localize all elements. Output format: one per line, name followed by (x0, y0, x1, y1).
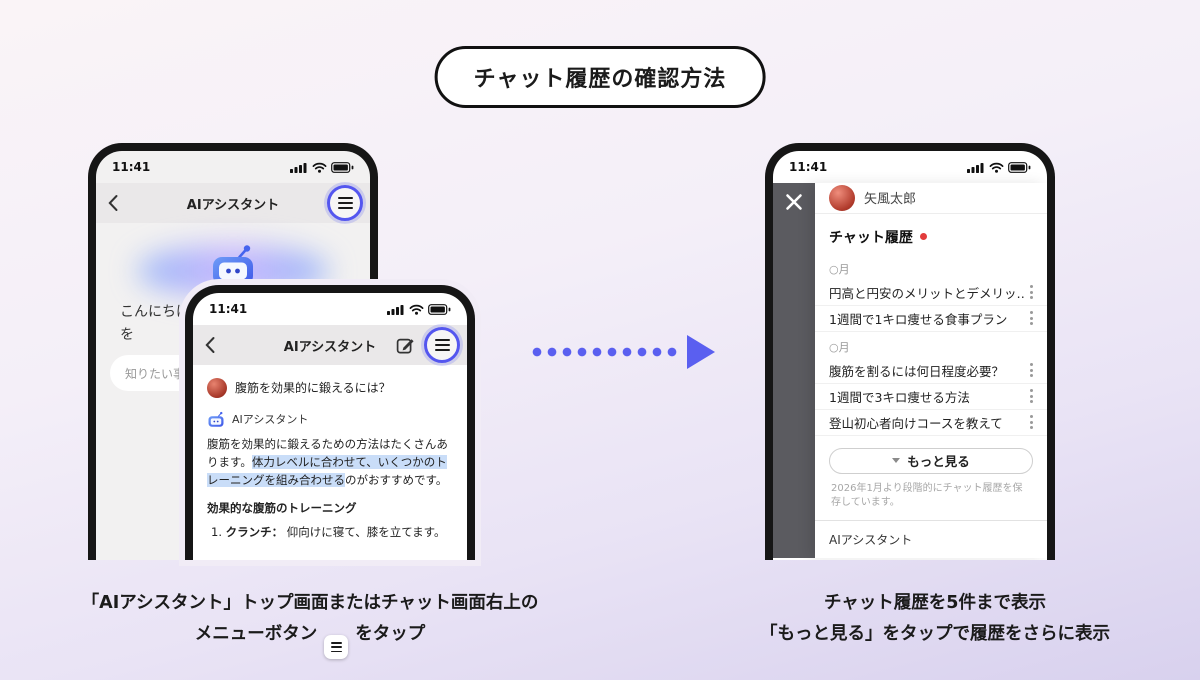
history-title-row: チャット履歴 (815, 214, 1047, 254)
status-time: 11:41 (789, 160, 828, 174)
chevron-down-icon (892, 458, 901, 464)
right-caption-line-2: 「もっと見る」をタップで履歴をさらに表示 (760, 624, 1110, 644)
assistant-section-label: AIアシスタント (815, 520, 1047, 558)
arrow-dots (532, 347, 682, 357)
status-icons (967, 161, 1031, 173)
history-item[interactable]: 円高と円安のメリットとデメリッ… (815, 280, 1047, 306)
history-item[interactable]: 1週間で1キロ痩せる食事プラン (815, 306, 1047, 332)
show-more-button[interactable]: もっと見る (829, 447, 1033, 474)
right-caption: チャット履歴を5件まで表示 「もっと見る」をタップで履歴をさらに表示 (705, 588, 1165, 650)
history-screen-body: 矢風太郎 チャット履歴 ○月 円高と円安のメリットとデメリッ… 1週間で1キロ痩… (773, 183, 1047, 558)
profile-name: 矢風太郎 (864, 192, 917, 208)
ai-answer: 腹筋を効果的に鍛えるための方法はたくさんあります。体力レベルに合わせて、いくつか… (207, 435, 453, 489)
nav-actions (327, 185, 363, 221)
nav-actions (396, 327, 460, 363)
back-button[interactable] (205, 337, 215, 354)
user-message: 腹筋を効果的に鍛えるには？ (235, 381, 391, 395)
nav-bar: AIアシスタント (96, 183, 370, 223)
history-title: チャット履歴 (829, 229, 913, 246)
ai-name: AIアシスタント (232, 413, 309, 426)
chevron-left-icon (108, 195, 118, 211)
left-caption-line-2: メニューボタンをタップ (40, 619, 580, 660)
page-title: チャット履歴の確認方法 (434, 46, 766, 108)
wifi-icon (989, 162, 1004, 173)
close-button[interactable] (785, 193, 803, 558)
status-time: 11:41 (209, 302, 248, 316)
battery-icon (331, 161, 354, 173)
ask-input-placeholder: 知りたい事を (125, 366, 198, 381)
item-menu-icon[interactable] (1024, 411, 1039, 433)
close-icon (786, 194, 802, 210)
greeting-text: こんにちは を (120, 301, 362, 347)
right-caption-line-1: チャット履歴を5件まで表示 (823, 593, 1046, 613)
nav-title: AIアシスタント (186, 197, 280, 213)
answer-text: 腹筋を効果的に鍛えるための方法はたくさんあります。 (207, 437, 448, 469)
history-panel: 矢風太郎 チャット履歴 ○月 円高と円安のメリットとデメリッ… 1週間で1キロ痩… (815, 183, 1047, 558)
status-time: 11:41 (112, 160, 151, 174)
status-bar: 11:41 (193, 293, 467, 325)
battery-icon (428, 303, 451, 315)
item-menu-icon[interactable] (1024, 307, 1039, 329)
item-menu-icon[interactable] (1024, 281, 1039, 303)
signal-icon (967, 162, 984, 173)
history-item[interactable]: 腹筋を割るには何日程度必要？ (815, 358, 1047, 384)
item-menu-icon[interactable] (1024, 359, 1039, 381)
list-desc: 仰向けに寝て、膝を立てます。 (286, 525, 446, 539)
status-icons (387, 303, 451, 315)
wifi-icon (409, 304, 424, 315)
user-message-row: 腹筋を効果的に鍛えるには？ (207, 378, 453, 398)
new-chat-button[interactable] (396, 336, 415, 355)
wifi-icon (312, 162, 327, 173)
status-icons (290, 161, 354, 173)
ai-header-row: AIアシスタント (207, 411, 453, 429)
signal-icon (290, 162, 307, 173)
ai-robot-icon (208, 411, 224, 427)
hamburger-menu-icon (330, 642, 342, 653)
phone-chat-screen: 11:41 AIアシスタント (185, 285, 475, 560)
flow-arrow (532, 334, 715, 370)
item-menu-icon[interactable] (1024, 385, 1039, 407)
list-term: クランチ： (225, 525, 284, 539)
history-group-label: ○月 (829, 340, 850, 354)
user-avatar (207, 378, 227, 398)
back-button[interactable] (108, 195, 118, 212)
battery-icon (1008, 161, 1031, 173)
show-more-label: もっと見る (907, 454, 970, 470)
answer-text-end: のがおすすめです。 (345, 473, 448, 487)
left-caption-line-1: 「AIアシスタント」トップ画面またはチャット画面右上の (81, 593, 539, 613)
arrow-head (687, 335, 715, 369)
signal-icon (387, 304, 404, 315)
menu-button[interactable] (327, 185, 363, 221)
answer-list-item: 1. クランチ： 仰向けに寝て、膝を立てます。 (207, 523, 453, 541)
chevron-left-icon (205, 337, 215, 353)
history-item[interactable]: 1週間で3キロ痩せる方法 (815, 384, 1047, 410)
phone-history-screen: 11:41 矢風太郎 チャット履歴 (765, 143, 1055, 560)
menu-button[interactable] (424, 327, 460, 363)
greeting-line-1: こんにちは (120, 304, 190, 320)
dimmed-background[interactable] (773, 183, 815, 558)
hamburger-menu-icon (434, 339, 450, 351)
history-item[interactable]: 登山初心者向けコースを教えて (815, 410, 1047, 436)
answer-heading: 効果的な腹筋のトレーニング (207, 501, 357, 515)
profile-row[interactable]: 矢風太郎 (815, 183, 1047, 214)
greeting-line-2: を (120, 327, 134, 343)
status-bar: 11:41 (773, 151, 1047, 183)
history-footnote: 2026年1月より段階的にチャット履歴を保存しています。 (831, 483, 1023, 508)
list-number: 1. (211, 525, 222, 539)
profile-avatar (829, 184, 855, 211)
nav-title: AIアシスタント (283, 339, 377, 355)
status-bar: 11:41 (96, 151, 370, 183)
compose-icon (396, 338, 414, 353)
left-caption: 「AIアシスタント」トップ画面またはチャット画面右上の メニューボタンをタップ (40, 588, 580, 660)
menu-button-example (324, 635, 349, 660)
ai-robot-icon (213, 245, 253, 285)
chat-body: 腹筋を効果的に鍛えるには？ AIアシスタント 腹筋を効果的に鍛えるための方法はた… (193, 365, 467, 541)
history-group-label: ○月 (829, 262, 850, 276)
new-badge-dot (919, 233, 927, 241)
hamburger-menu-icon (337, 197, 353, 209)
nav-bar: AIアシスタント (193, 325, 467, 365)
